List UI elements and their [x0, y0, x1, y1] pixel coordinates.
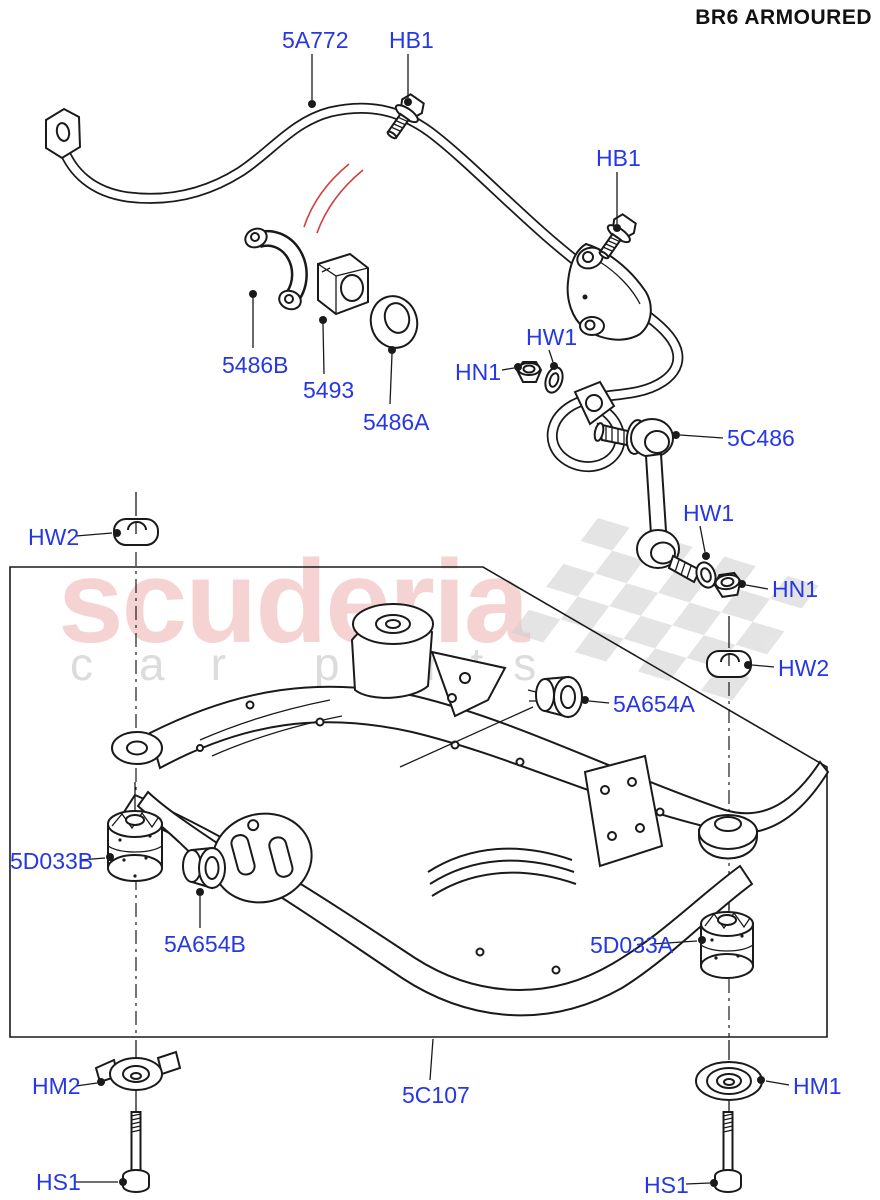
part-label-5c486: 5C486: [727, 425, 795, 451]
part-label-hs1-left: HS1: [36, 1169, 81, 1195]
watermark-brand-text: scuderia: [58, 536, 531, 668]
page-title: BR6 ARMOURED: [695, 6, 872, 29]
part-labels: 5A772 HB1 HB1 5486B 5493 5486A HN1 HW1 5…: [10, 27, 842, 1198]
part-label-hw1-top: HW1: [526, 324, 577, 350]
part-label-5486b: 5486B: [222, 352, 289, 378]
red-arcs: [303, 163, 364, 234]
watermark-caption-word1: car: [70, 638, 272, 690]
leader-lines: [74, 54, 790, 1187]
part-label-hm2: HM2: [32, 1073, 81, 1099]
bushing-5a654b: [182, 846, 226, 890]
bushing-ring-5486a: [369, 295, 419, 349]
clamp-bracket-5486b: [244, 227, 308, 311]
mount-hm1: [695, 1061, 763, 1101]
part-label-5d033a: 5D033A: [590, 932, 674, 958]
part-label-hm1: HM1: [793, 1073, 842, 1099]
part-label-hn1-mid: HN1: [772, 576, 818, 602]
washer-hw1-mid: [695, 561, 717, 589]
stabilizer-link-5c486: [593, 418, 702, 584]
bolt-hs1-left: [122, 1111, 150, 1193]
part-label-hw2-left: HW2: [28, 524, 79, 550]
watermark-brand: scuderia: [58, 536, 533, 668]
part-label-5493: 5493: [303, 377, 354, 403]
part-label-5c107: 5C107: [402, 1082, 470, 1108]
part-label-5486a: 5486A: [363, 409, 430, 435]
part-label-hb1-right: HB1: [596, 145, 641, 171]
bar-end-plate-left: [45, 107, 82, 160]
nut-hn1-top: [515, 361, 543, 383]
bushing-5a654a: [527, 675, 583, 719]
bushing-5d033b: [107, 810, 163, 882]
part-label-5a654a: 5A654A: [613, 691, 696, 717]
clamp-bracket-on-bar: [566, 242, 652, 341]
part-label-hn1-top: HN1: [455, 359, 501, 385]
bar-end-eye-plate: [573, 380, 616, 426]
part-label-5a772: 5A772: [282, 27, 349, 53]
nut-hn1-mid: [713, 571, 742, 598]
mount-hm2: [94, 1050, 182, 1091]
washer-hw1-top: [544, 366, 564, 394]
bushing-5493: [317, 252, 369, 316]
part-label-hs1-right: HS1: [644, 1172, 689, 1198]
part-label-hw1-mid: HW1: [683, 500, 734, 526]
bushing-5d033a: [700, 911, 754, 979]
part-label-hw2-right: HW2: [778, 655, 829, 681]
subframe-5c107: [111, 603, 830, 1017]
assembly-box: [9, 566, 828, 1038]
part-label-5d033b: 5D033B: [10, 848, 93, 874]
part-label-hb1-top: HB1: [389, 27, 434, 53]
bolt-hs1-right: [714, 1111, 742, 1193]
bolt-hb1-top: [386, 93, 425, 140]
part-label-5a654b: 5A654B: [164, 931, 246, 957]
